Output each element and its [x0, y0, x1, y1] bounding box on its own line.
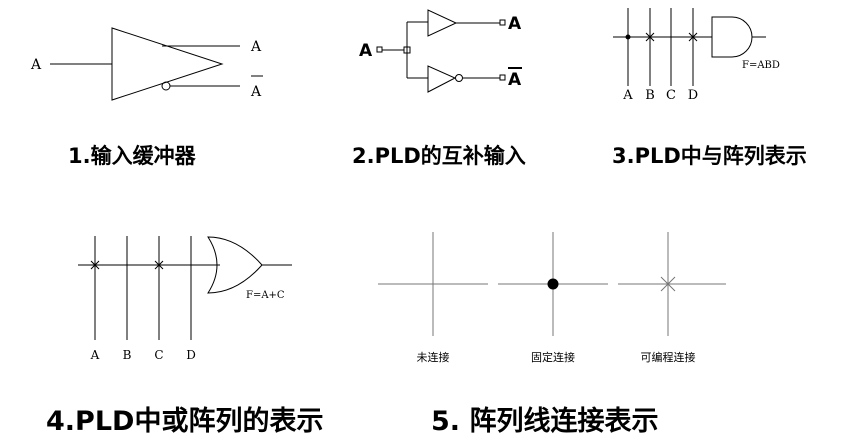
and-array-diagram — [613, 8, 766, 86]
fixed-connection-dot — [547, 278, 559, 290]
and-input-label-b: B — [645, 88, 655, 103]
caption-and-array: 3.PLD中与阵列表示 — [612, 144, 807, 168]
complement-inverter-gate — [427, 65, 457, 93]
or-output-label: F=A+C — [246, 290, 285, 301]
caption-complement-input: 2.PLD的互补输入 — [352, 144, 526, 168]
and-gate — [711, 16, 753, 58]
buffer-inversion-bubble — [161, 81, 171, 91]
and-input-label-a: A — [622, 88, 633, 103]
complement-true-output-pin — [499, 19, 506, 26]
caption-or-array: 4.PLD中或阵列的表示 — [46, 405, 323, 437]
input-buffer-diagram — [50, 27, 263, 101]
and-input-label-c: C — [666, 88, 676, 103]
complement-comp-output-label: A — [508, 70, 522, 90]
and-output-label: F=ABD — [742, 60, 780, 71]
complement-input-label: A — [359, 41, 373, 61]
connection-types-diagram — [378, 232, 726, 336]
fixed-connection-label: 固定连接 — [531, 350, 575, 364]
complement-input-pin — [376, 46, 383, 53]
buffer-triangle — [111, 27, 224, 101]
or-gate — [207, 236, 263, 294]
or-input-label-d: D — [186, 348, 196, 362]
and-fixed-dot — [625, 34, 631, 40]
or-input-label-b: B — [123, 348, 132, 362]
unconnected-label: 未连接 — [417, 351, 450, 364]
or-array-diagram — [78, 236, 292, 340]
and-cross-d — [688, 32, 698, 42]
complement-buffer-gate — [427, 9, 458, 37]
or-input-label-a: A — [90, 348, 100, 362]
caption-connection-types: 5. 阵列线连接表示 — [431, 405, 658, 437]
buffer-true-output-label: A — [250, 39, 262, 55]
complement-comp-output-pin — [499, 74, 506, 81]
buffer-input-label: A — [30, 57, 42, 73]
caption-input-buffer: 1.输入缓冲器 — [68, 144, 197, 168]
or-cross-a — [90, 260, 100, 270]
and-cross-b — [645, 32, 655, 42]
buffer-complement-output-label: A — [250, 84, 262, 100]
complement-inverter-bubble — [455, 74, 463, 82]
or-cross-c — [154, 260, 164, 270]
programmable-connection-cross — [660, 276, 676, 292]
and-input-label-d: D — [688, 88, 698, 103]
complement-input-diagram — [376, 9, 522, 93]
programmable-connection-label: 可编程连接 — [641, 350, 696, 364]
complement-true-output-label: A — [508, 14, 522, 34]
or-input-label-c: C — [154, 348, 163, 362]
